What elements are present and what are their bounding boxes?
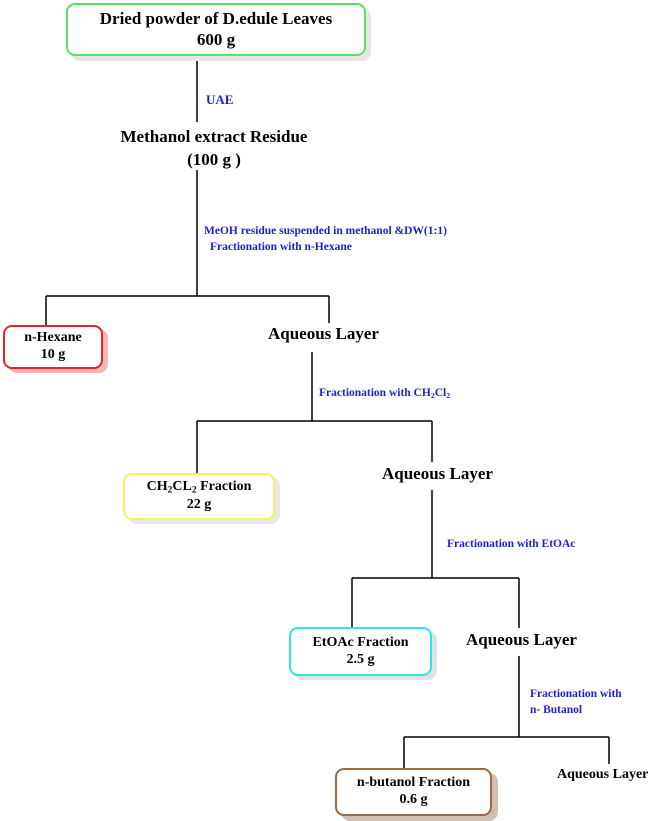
ch2cl2-fraction-box: CH2CL2 Fraction 22 g (123, 473, 275, 520)
step-etoac: Fractionation with EtOAc (447, 538, 576, 550)
hexane-fraction-amount: 10 g (40, 347, 66, 362)
step-meoh-hexane-line2: Fractionation with n-Hexane (210, 240, 352, 253)
aqueous-layer-4: Aqueous Layer (557, 767, 649, 782)
dried-powder-label: Dried powder of D.edule Leaves (99, 9, 333, 29)
etoac-fraction-box: EtOAc Fraction 2.5 g (289, 627, 432, 676)
aqueous-layer-1: Aqueous Layer (268, 324, 379, 343)
step-ch2cl2-mid: Cl (434, 387, 447, 399)
step-meoh-hexane: MeOH residue suspended in methanol &DW(1… (204, 224, 447, 255)
step-ch2cl2-prefix: Fractionation with CH (319, 387, 431, 399)
ch2cl2-fraction-label: CH2CL2 Fraction (147, 479, 252, 497)
step-butanol-line1: Fractionation with (530, 688, 622, 700)
ch2cl2-p3: Fraction (196, 479, 252, 495)
ch2cl2-p2: CL (172, 479, 192, 495)
hexane-fraction-label: n-Hexane (24, 330, 82, 346)
aqueous-layer-3: Aqueous Layer (466, 630, 577, 649)
butanol-fraction-label: n-butanol Fraction (356, 775, 471, 791)
step-butanol-line2: n- Butanol (530, 703, 583, 716)
methanol-extract-label: Methanol extract Residue (120, 127, 308, 146)
step-butanol: Fractionation with n- Butanol (530, 687, 622, 718)
etoac-fraction-label: EtOAc Fraction (312, 634, 409, 650)
ch2cl2-s1: 2 (167, 485, 173, 496)
dried-powder-box: Dried powder of D.edule Leaves 600 g (66, 3, 366, 56)
hexane-fraction-box: n-Hexane 10 g (3, 325, 103, 369)
butanol-fraction-box: n-butanol Fraction 0.6 g (335, 768, 492, 816)
butanol-fraction-amount: 0.6 g (399, 792, 428, 807)
ch2cl2-fraction-amount: 22 g (186, 496, 212, 512)
methanol-extract-node: Methanol extract Residue (100 g ) (110, 126, 318, 172)
ch2cl2-p1: CH (146, 479, 168, 495)
step-ch2cl2: Fractionation with CH2Cl2 (319, 386, 450, 402)
step-ch2cl2-sub1: 2 (430, 390, 435, 400)
step-meoh-hexane-line1: MeOH residue suspended in methanol &DW(1… (204, 225, 447, 237)
aqueous-layer-2: Aqueous Layer (382, 464, 493, 483)
step-uae: UAE (206, 92, 234, 107)
etoac-fraction-amount: 2.5 g (346, 651, 375, 667)
ch2cl2-s2: 2 (191, 485, 197, 496)
dried-powder-amount: 600 g (196, 29, 236, 49)
step-ch2cl2-sub2: 2 (446, 390, 451, 400)
methanol-extract-amount: (100 g ) (187, 149, 241, 169)
